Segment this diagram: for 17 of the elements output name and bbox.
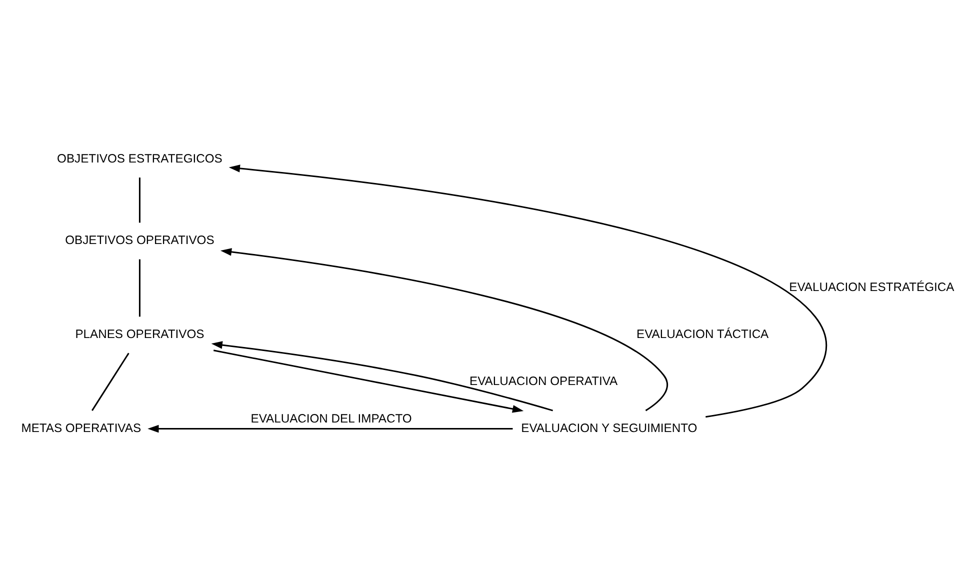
edge-label: EVALUACION TÁCTICA bbox=[636, 327, 769, 342]
arrow bbox=[220, 248, 668, 412]
edge-label: EVALUACION DEL IMPACTO bbox=[250, 411, 412, 426]
edge-label: EVALUACION ESTRATÉGICA bbox=[789, 280, 954, 294]
arrow bbox=[228, 164, 827, 418]
node-text: METAS OPERATIVAS bbox=[21, 420, 142, 435]
node-text: PLANES OPERATIVOS bbox=[75, 327, 204, 342]
node-text: OBJETIVOS ESTRATEGICOS bbox=[57, 151, 222, 166]
connector bbox=[138, 178, 140, 223]
node-text: OBJETIVOS OPERATIVOS bbox=[65, 233, 214, 248]
arrow bbox=[148, 424, 513, 433]
arrow bbox=[213, 350, 524, 413]
node-text: EVALUACION Y SEGUIMIENTO bbox=[521, 420, 698, 435]
edge-label: EVALUACION OPERATIVA bbox=[470, 374, 618, 388]
connector bbox=[91, 352, 130, 411]
connector bbox=[138, 259, 140, 317]
arrow bbox=[211, 341, 554, 412]
